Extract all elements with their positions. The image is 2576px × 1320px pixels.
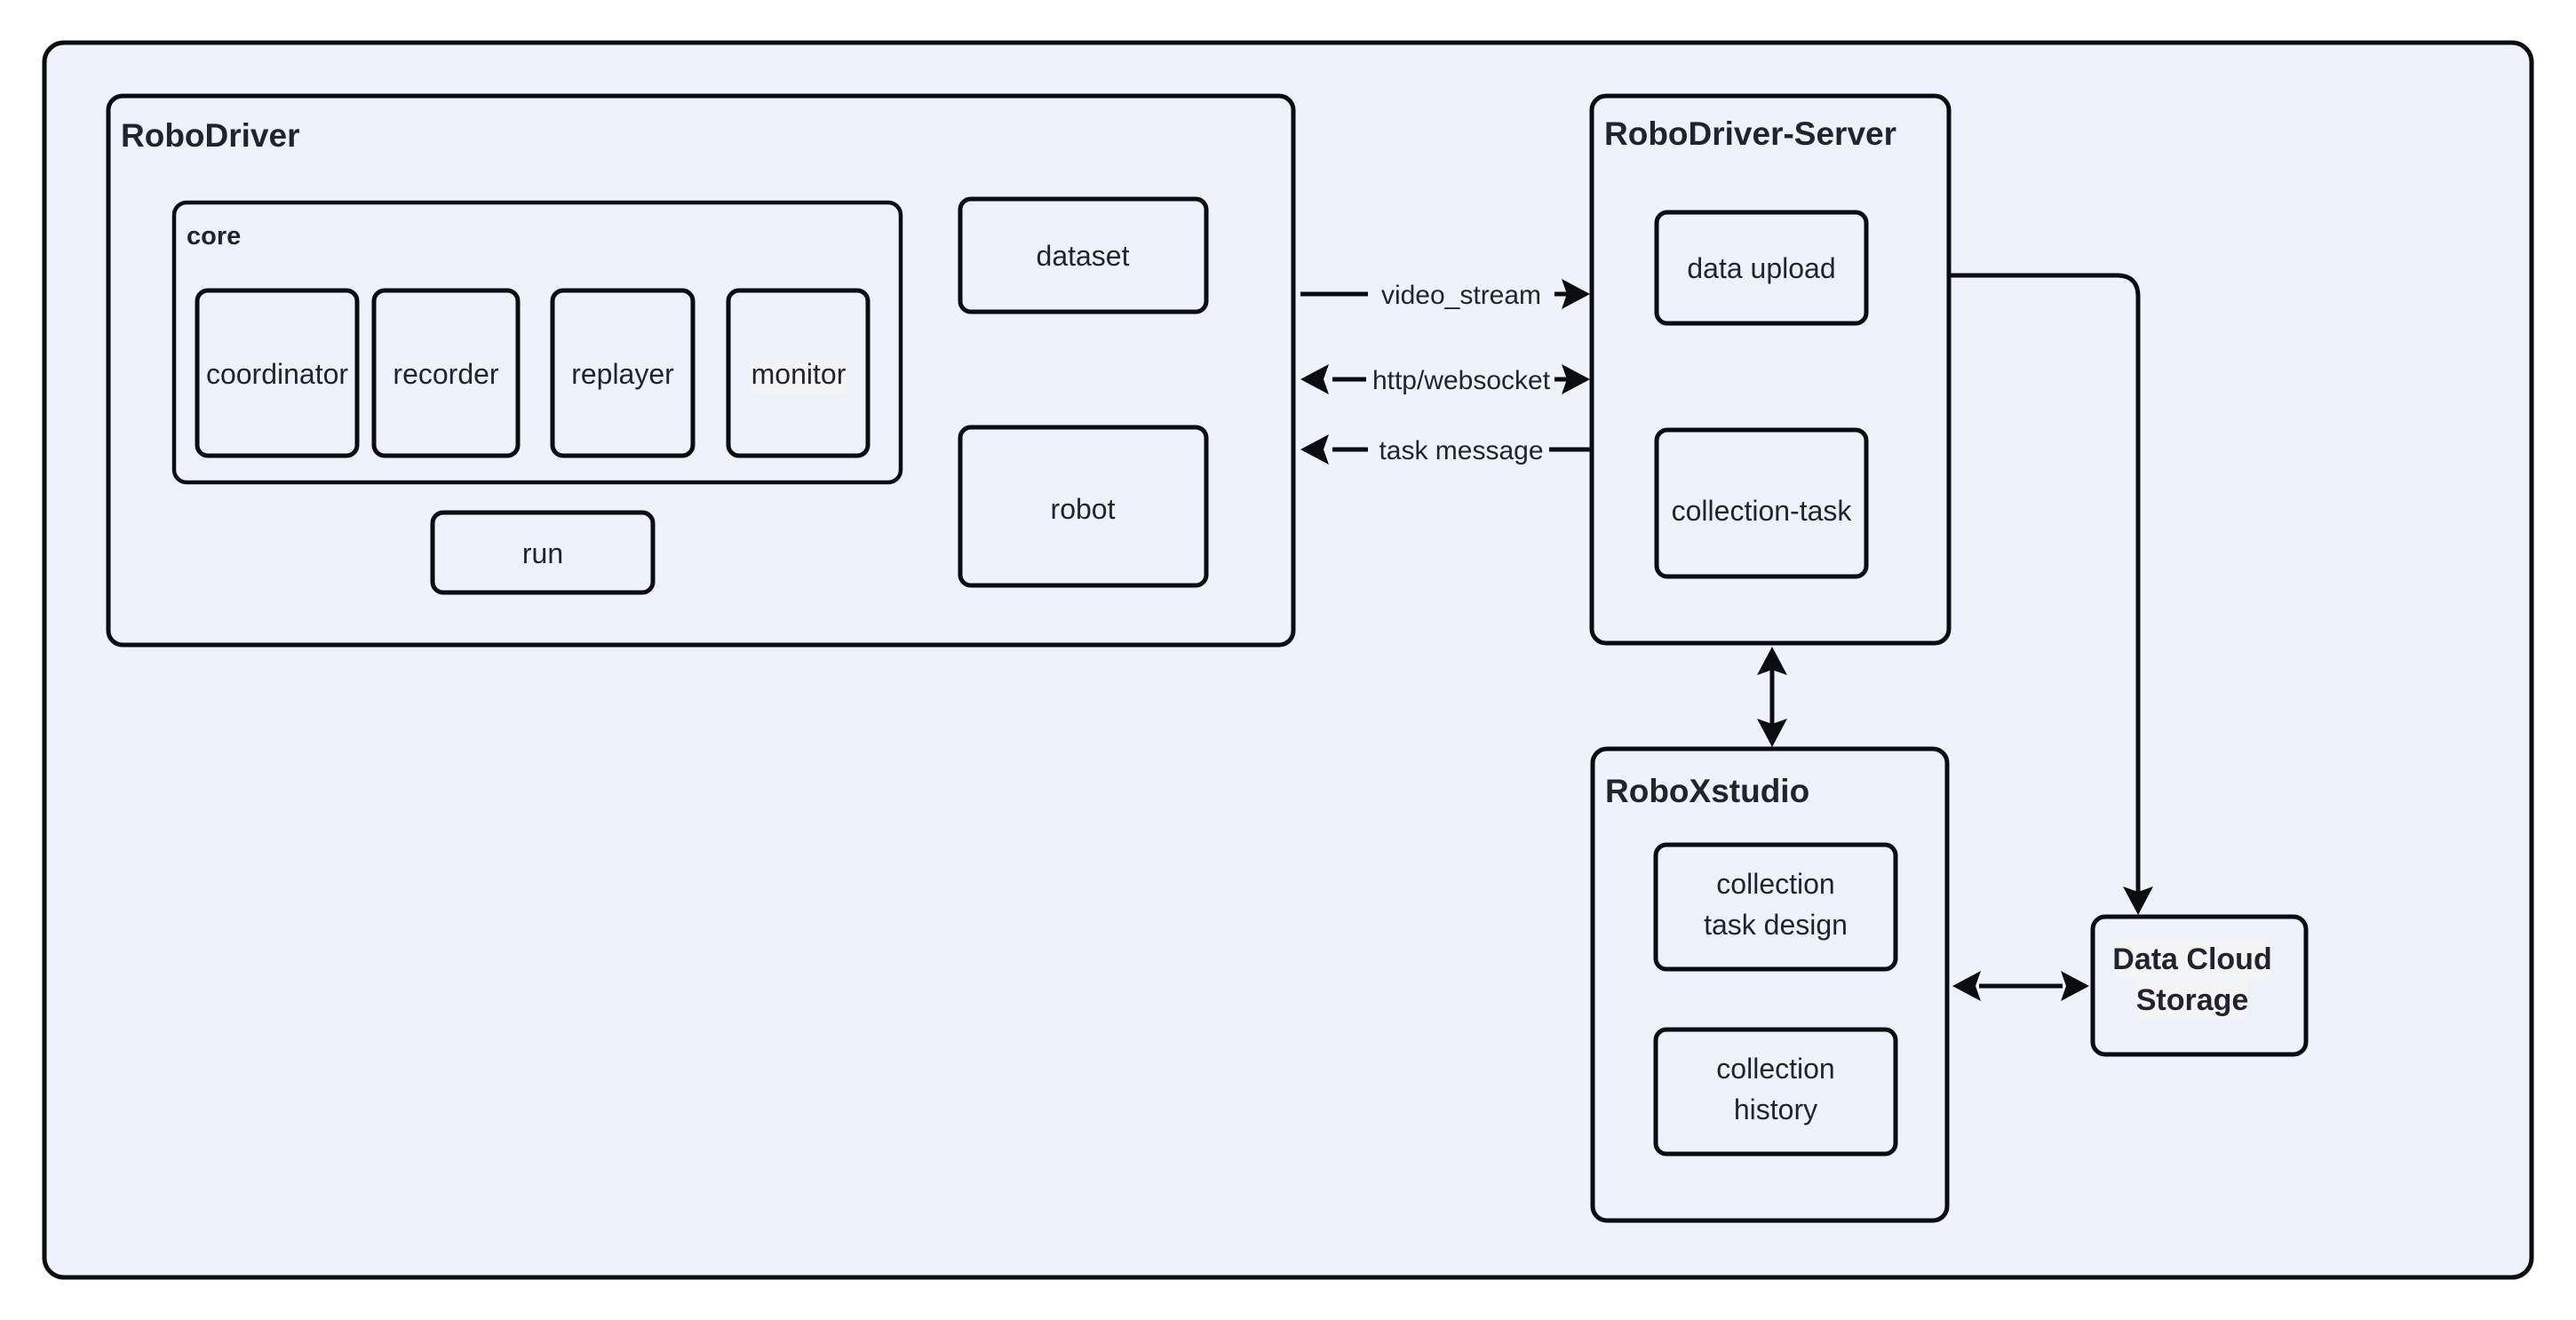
node-collection-history-label-line1: collection [1716,1053,1834,1085]
node-recorder-label: recorder [393,358,499,390]
node-collection-history-label-line2: history [1734,1093,1817,1125]
arrowhead-left-icon [1300,364,1329,394]
edge-video-stream: video_stream [1300,279,1590,310]
node-coordinator-label: coordinator [206,358,348,390]
arrowhead-down-icon [2123,887,2153,915]
node-run-label: run [522,537,563,569]
node-data-cloud-storage-label-line1: Data Cloud [2112,942,2271,976]
node-data-cloud-storage-label-bg-2 [2136,981,2247,1018]
edge-studio-to-storage [1952,971,2089,1001]
arrowhead-right-icon [1562,364,1590,394]
group-robodriver-title: RoboDriver [121,117,299,154]
arrowhead-right-icon [1562,279,1590,309]
edge-http-websocket: http/websocket [1300,364,1590,395]
arrowhead-down-icon [1757,719,1787,747]
edge-video-stream-label: video_stream [1381,281,1541,310]
node-robot-label: robot [1051,493,1116,525]
node-run[interactable] [430,510,656,595]
group-robodriver-server-title: RoboDriver-Server [1604,115,1896,152]
node-collection-task-design-label-line2: task design [1704,909,1848,941]
arrowhead-right-icon [2061,971,2089,1001]
edge-task-message-label: task message [1379,436,1543,465]
node-data-upload[interactable] [1654,210,1869,326]
node-collection-task-design[interactable] [1653,842,1898,972]
node-data-cloud-storage-label-bg-1 [2117,940,2268,977]
node-collection-task-design-label-line1: collection [1716,868,1834,900]
node-replayer[interactable] [550,288,696,458]
node-robot[interactable] [958,425,1209,588]
edge-task-message: task message [1300,434,1590,465]
arrowhead-left-icon [1952,971,1981,1001]
group-roboxstudio-title: RoboXstudio [1605,773,1809,809]
edge-server-to-storage [1949,273,2153,915]
node-collection-history[interactable] [1653,1027,1898,1157]
node-monitor-label: monitor [751,358,847,390]
edge-http-websocket-label: http/websocket [1372,366,1551,395]
group-core-title: core [187,222,241,250]
arrowhead-up-icon [1757,647,1787,675]
node-replayer-label: replayer [571,358,674,390]
node-data-cloud-storage-label-line2: Storage [2136,983,2249,1017]
node-dataset-label: dataset [1037,240,1130,272]
node-collection-task[interactable] [1654,427,1869,579]
node-dataset[interactable] [958,196,1209,314]
node-data-upload-label: data upload [1687,252,1835,284]
node-coordinator[interactable] [195,288,360,458]
arrowhead-left-icon [1300,434,1329,465]
node-recorder[interactable] [371,288,521,458]
node-monitor-label-bg [751,362,847,393]
node-collection-task-label: collection-task [1672,495,1853,527]
edge-server-to-studio [1757,647,1787,747]
